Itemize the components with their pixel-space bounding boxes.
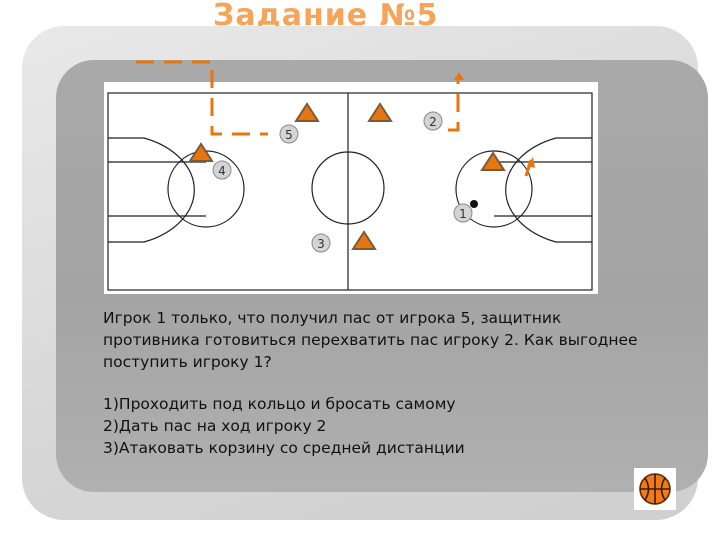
defender-icon [367,102,393,122]
route-player-2 [448,80,460,132]
player-circle-5 [279,124,299,144]
basketball-court [104,82,598,294]
answer-option-2: 2)Дать пас на ход игроку 2 [103,417,327,435]
route-arrowhead [454,72,464,80]
defender-icon [480,151,506,171]
right-three-point-line [505,137,592,243]
defender-icon [351,230,377,250]
right-free-throw-circle [455,150,533,228]
player-label-5: 5 [285,128,293,142]
answer-option-1: 1)Проходить под кольцо и бросать самому [103,395,456,413]
defender-icon [188,142,214,162]
court-boundary [107,92,593,291]
player-circle-3 [311,233,331,253]
player-circle-2 [423,111,443,131]
left-three-point-line [108,137,195,243]
question-text: Игрок 1 только, что получил пас от игрок… [103,309,638,371]
player-circle-4 [212,160,232,180]
answer-option-3: 3)Атаковать корзину со средней дистанции [103,439,465,457]
player-label-1: 1 [459,207,467,221]
player-circle-1 [453,203,473,223]
defender-arrowhead [527,157,535,168]
ball-marker [470,200,478,208]
defender-icon [294,102,320,122]
answer-options: 1)Проходить под кольцо и бросать самому … [103,393,643,459]
player-label-3: 3 [317,237,325,251]
player-label-2: 2 [429,115,437,129]
player-label-4: 4 [218,164,226,178]
route-player-5 [136,60,268,136]
basketball-icon [634,468,676,510]
center-circle [311,151,385,225]
